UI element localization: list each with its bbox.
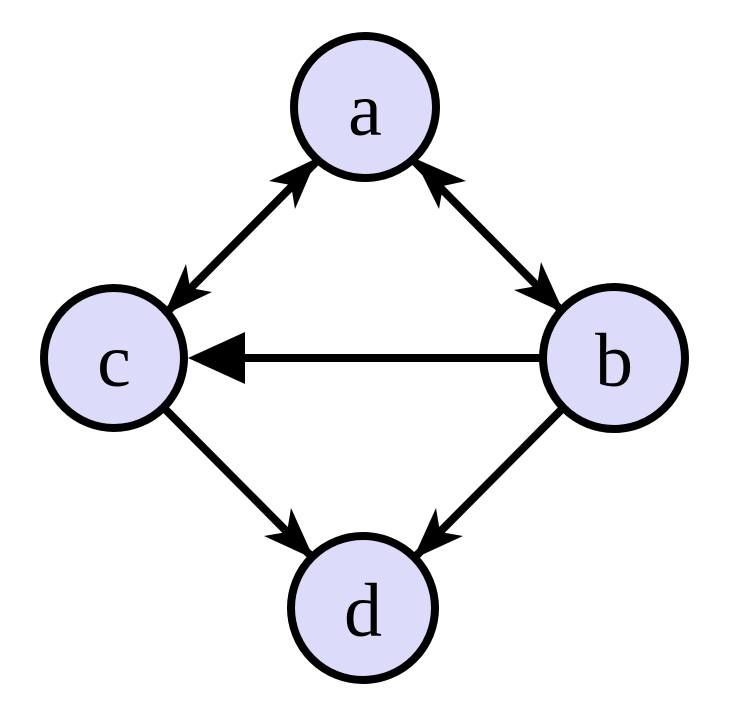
node-d-circle <box>287 532 439 684</box>
node-b-label: b <box>595 319 633 403</box>
node-b[interactable]: b <box>539 283 689 433</box>
node-a[interactable]: a <box>290 32 440 182</box>
node-d-label: d <box>344 569 382 653</box>
edge-a-c-arrowhead-at-a <box>269 158 317 209</box>
edge-b-d[interactable] <box>411 404 567 561</box>
node-layer: a b c d <box>40 32 689 684</box>
node-b-circle <box>539 283 689 433</box>
edge-c-d[interactable] <box>160 404 316 561</box>
edge-a-b-arrowhead-at-a <box>414 158 466 209</box>
node-c-label: c <box>97 319 131 403</box>
edge-a-c-arrowhead-at-c <box>164 264 212 315</box>
edge-b-c[interactable] <box>188 332 540 384</box>
edge-a-c[interactable] <box>162 157 321 317</box>
edge-a-b-arrowhead-at-b <box>514 262 564 313</box>
edge-c-d-arrowhead-at-d <box>264 508 314 559</box>
node-c[interactable]: c <box>40 284 188 432</box>
edge-b-c-arrowhead-at-c <box>188 332 245 384</box>
edge-a-b[interactable] <box>410 157 566 315</box>
node-a-label: a <box>348 68 382 152</box>
edge-b-d-arrowhead-at-d <box>413 508 463 559</box>
node-c-circle <box>40 284 188 432</box>
node-d[interactable]: d <box>287 532 439 684</box>
node-a-circle <box>290 32 440 182</box>
edge-layer <box>160 157 567 561</box>
